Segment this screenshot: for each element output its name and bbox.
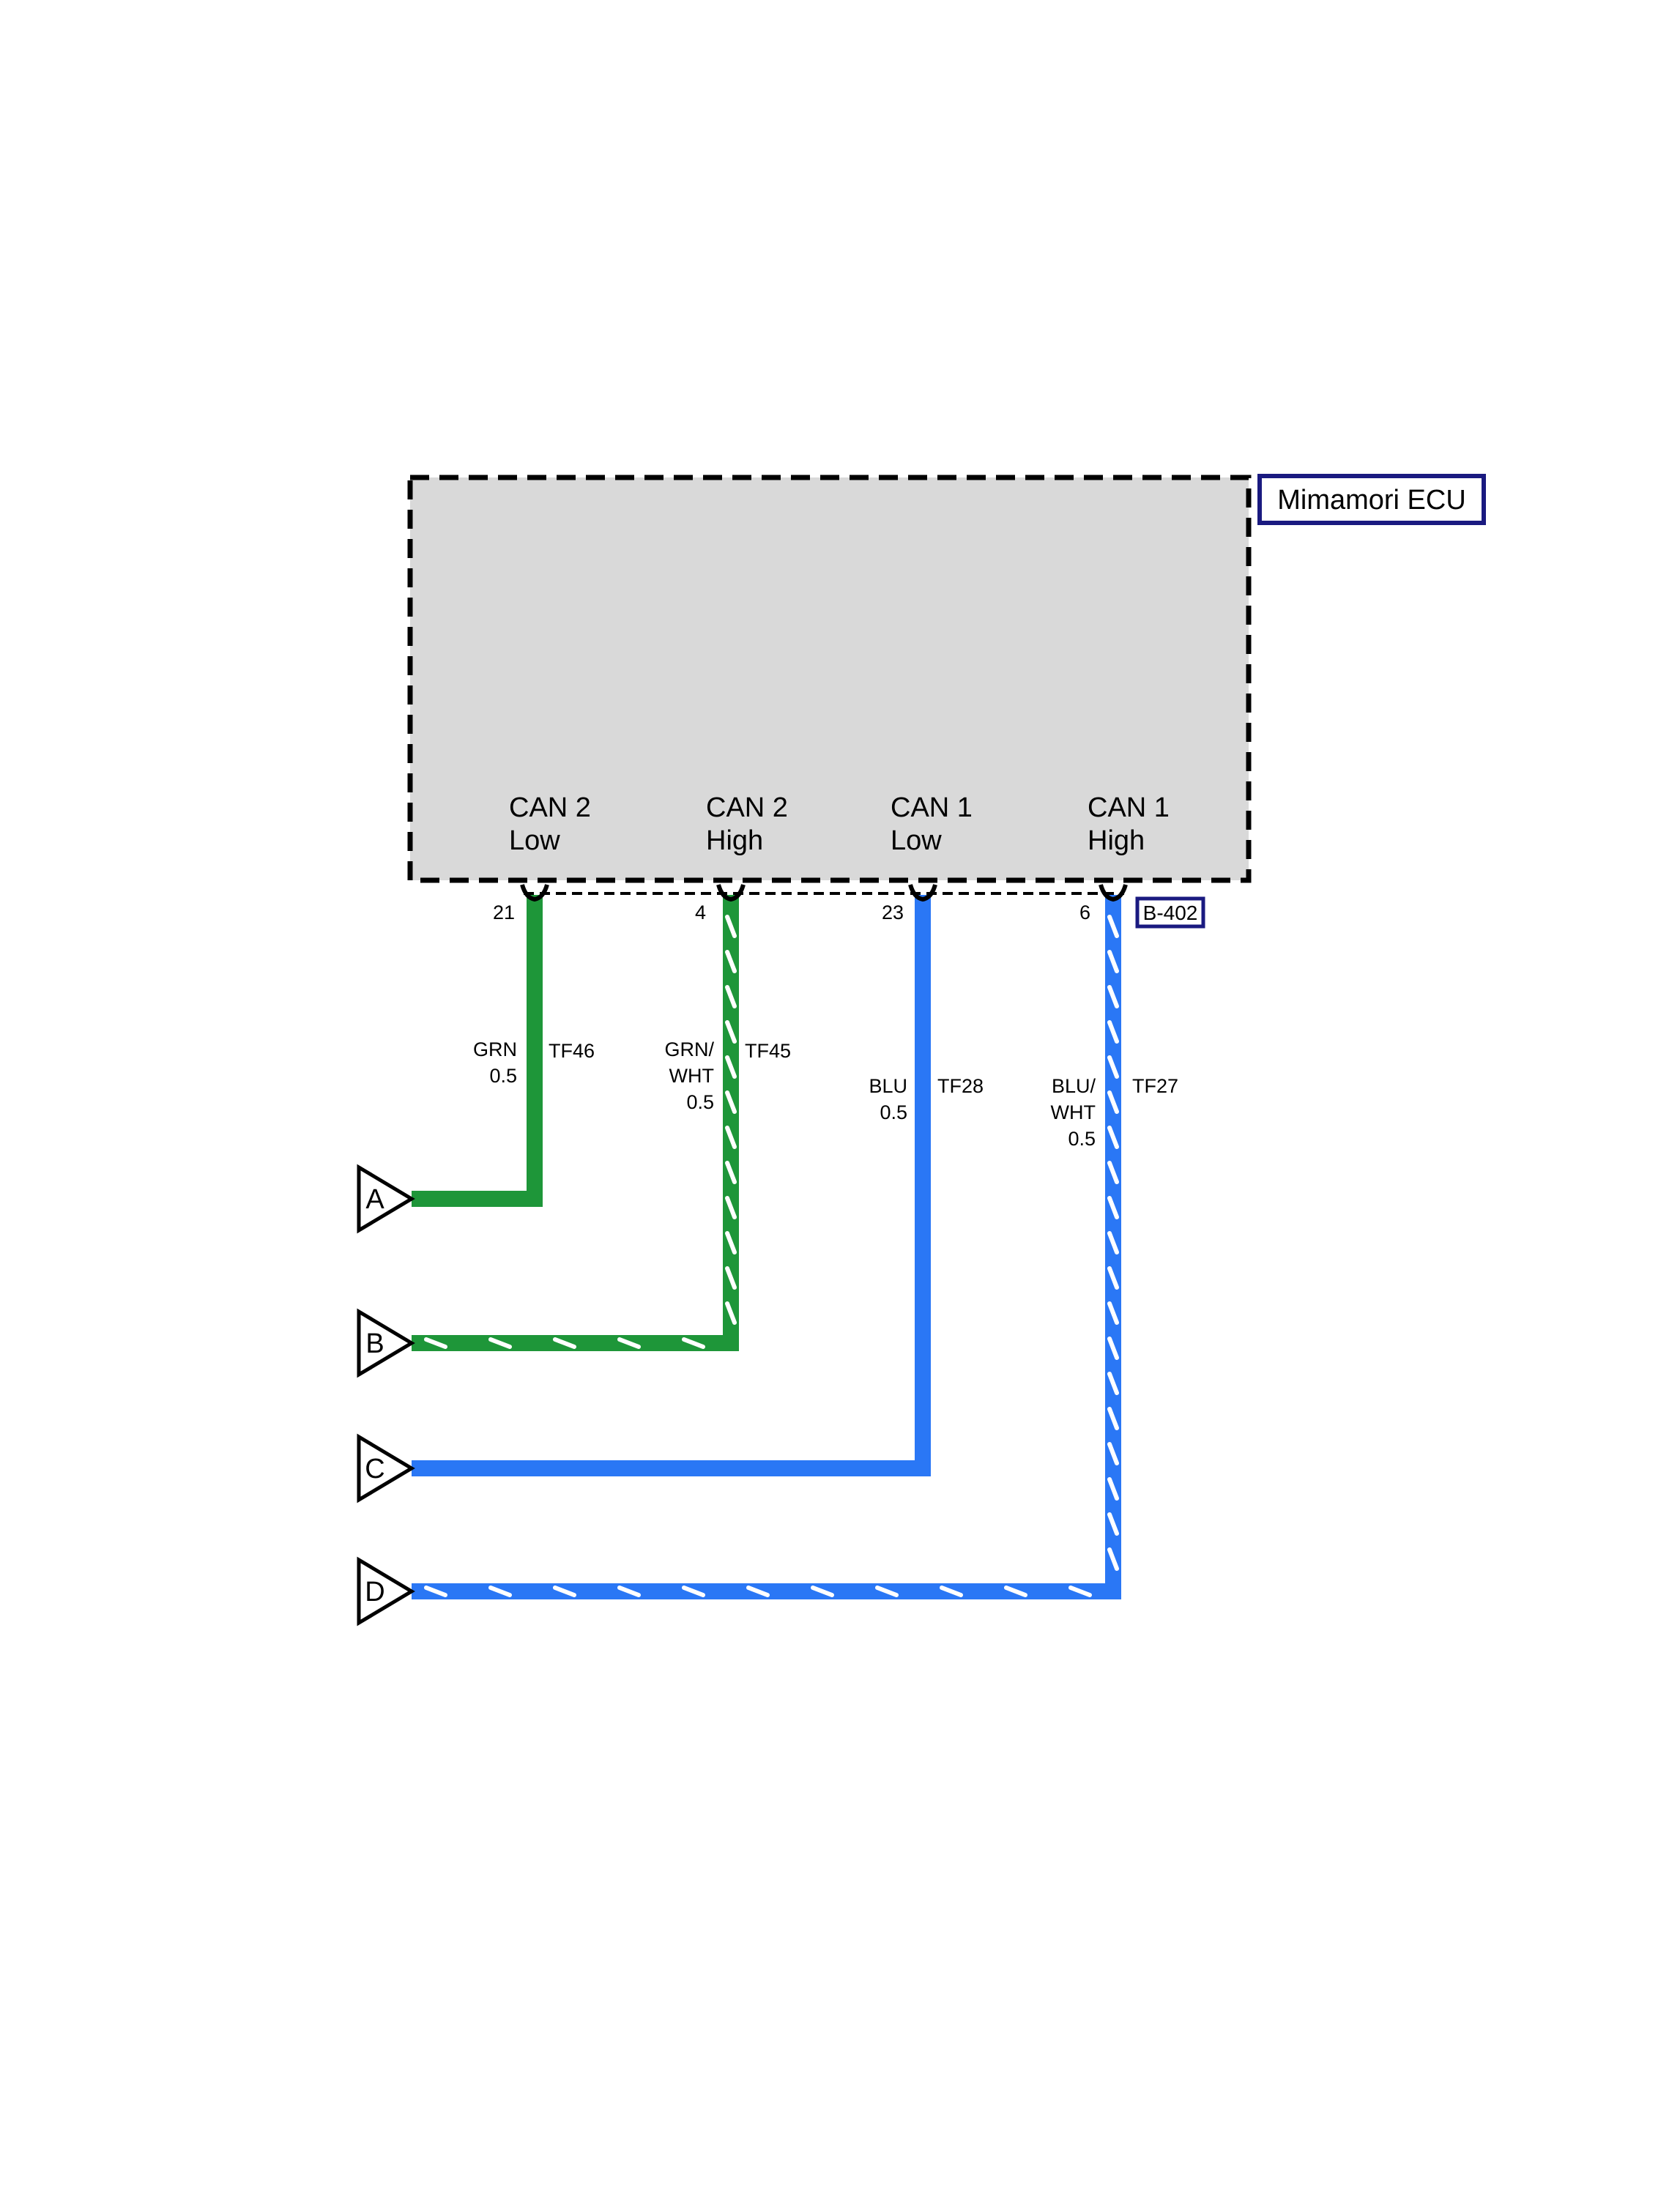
svg-text:C: C [365,1454,384,1484]
svg-text:0.5: 0.5 [686,1091,714,1113]
svg-text:CAN 1: CAN 1 [1088,792,1170,823]
can-label-p6: CAN 1 High [1088,792,1170,856]
wire-stripes-p4 [424,915,737,1349]
wire-spec-p6: BLU/ WHT 0.5 [1051,1075,1096,1150]
pin-number-21: 21 [493,902,515,923]
svg-text:CAN 2: CAN 2 [706,792,788,823]
svg-text:WHT: WHT [1051,1101,1096,1123]
pin-mark-6 [1099,884,1128,902]
circuit-id-p4: TF45 [745,1040,791,1062]
svg-text:WHT: WHT [669,1065,714,1087]
wire-p6 [412,895,1121,1599]
svg-text:A: A [365,1184,384,1215]
wire-p23 [412,895,931,1476]
wire-spec-p4: GRN/ WHT 0.5 [665,1038,715,1113]
svg-text:Low: Low [891,825,942,856]
pin-number-23: 23 [882,902,904,923]
svg-text:Low: Low [509,825,560,856]
terminal-b: B [357,1308,415,1378]
connector-id-box [1135,896,1205,929]
pin-number-6: 6 [1079,902,1090,923]
svg-text:High: High [706,825,763,856]
wire-stripes-p6 [424,915,1119,1597]
pin-number-4: 4 [695,902,706,923]
pin-mark-23 [908,884,937,902]
pin-mark-21 [520,884,549,902]
svg-text:D: D [365,1577,384,1607]
svg-text:CAN 1: CAN 1 [891,792,973,823]
svg-text:0.5: 0.5 [489,1065,517,1087]
wires [412,895,1121,1599]
circuit-id-p21: TF46 [549,1040,595,1062]
wire-p21 [412,895,543,1207]
svg-text:High: High [1088,825,1145,856]
wire-spec-p21: GRN 0.5 [473,1038,517,1087]
svg-text:B: B [365,1328,384,1359]
can-label-p21: CAN 2 Low [509,792,591,856]
pin-marks [520,884,1128,902]
circuit-id-p23: TF28 [937,1075,984,1097]
circuit-id-p6: TF27 [1132,1075,1178,1097]
can-label-p4: CAN 2 High [706,792,788,856]
svg-text:0.5: 0.5 [880,1101,907,1123]
svg-text:BLU: BLU [869,1075,907,1097]
ecu-name-box [1257,474,1486,525]
can-label-p23: CAN 1 Low [891,792,973,856]
connector-id: B-402 [1143,902,1198,924]
terminal-c: C [357,1433,415,1503]
svg-text:CAN 2: CAN 2 [509,792,591,823]
terminal-a: A [357,1164,415,1234]
wire-spec-p23: BLU 0.5 [869,1075,907,1123]
wire-p4 [412,895,739,1351]
svg-text:0.5: 0.5 [1068,1128,1096,1150]
ecu-name: Mimamori ECU [1277,485,1466,516]
svg-text:GRN: GRN [473,1038,517,1060]
svg-text:BLU/: BLU/ [1052,1075,1096,1097]
pin-mark-4 [716,884,746,902]
ecu-body [407,475,1252,883]
svg-text:GRN/: GRN/ [665,1038,715,1060]
terminal-d: D [357,1556,415,1627]
